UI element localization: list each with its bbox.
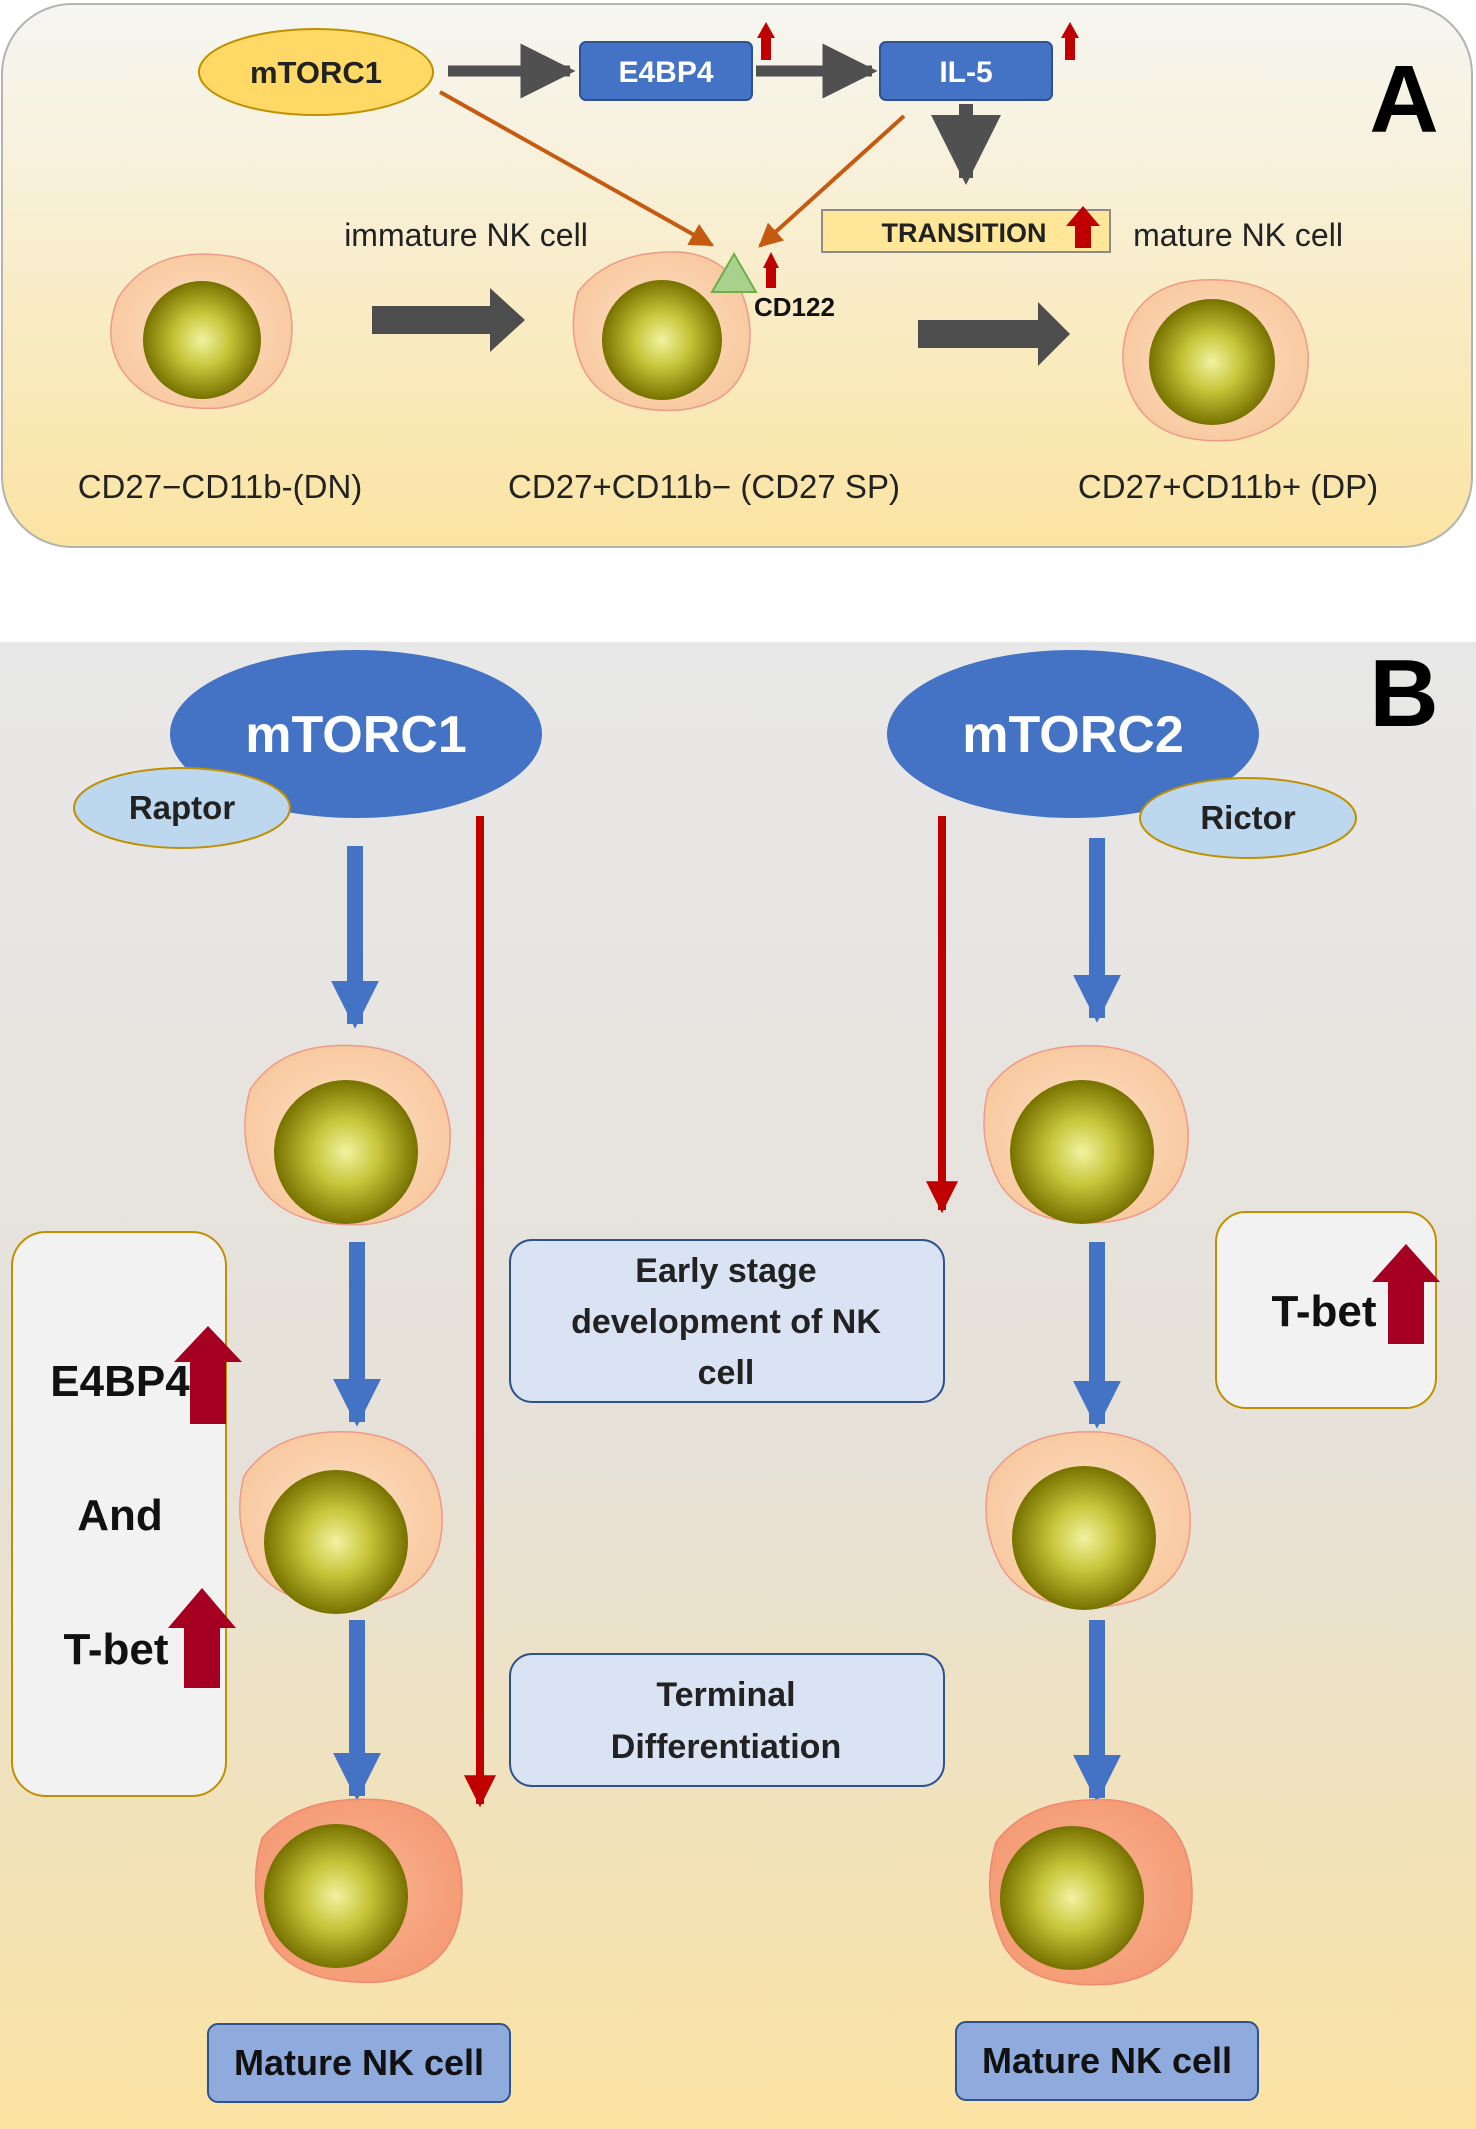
arrow-il5-to-cd122 xyxy=(758,114,906,248)
terminal-line-2: Differentiation xyxy=(611,1728,841,1766)
arrow-sp-to-dp xyxy=(918,302,1070,366)
mtorc1-node xyxy=(198,28,434,116)
left-mature-box xyxy=(207,2023,511,2103)
right-tbet-up-arrow-icon xyxy=(1372,1244,1440,1344)
raptor-label: Raptor xyxy=(129,789,235,826)
right-factor-box xyxy=(1215,1211,1437,1409)
cell-sp xyxy=(572,251,751,412)
right-cell-1 xyxy=(983,1044,1189,1224)
right-factor-tbet: T-bet xyxy=(1271,1287,1376,1336)
transition-up-arrow-icon xyxy=(1066,206,1100,248)
left-factor-e4bp4: E4BP4 xyxy=(50,1357,190,1406)
il5-node-label: IL-5 xyxy=(939,56,992,89)
left-cell-2 xyxy=(239,1430,443,1614)
transition-box xyxy=(821,209,1111,253)
left-mature-label: Mature NK cell xyxy=(234,2042,484,2083)
early-stage-line-1: Early stage xyxy=(635,1252,816,1290)
early-stage-line-3: cell xyxy=(698,1354,755,1392)
right-cell-2 xyxy=(985,1430,1191,1610)
left-cell-1 xyxy=(244,1044,451,1226)
il5-up-arrow-icon xyxy=(1061,22,1079,60)
panel-b-letter: B xyxy=(1369,640,1438,747)
mtorc1-node-label: mTORC1 xyxy=(250,55,382,90)
sp-label: CD27+CD11b− (CD27 SP) xyxy=(508,468,900,505)
panel-b: B mTORC1 Raptor mTORC2 Rictor xyxy=(0,640,1476,2129)
mature-nk-label: mature NK cell xyxy=(1133,217,1343,253)
cell-dp xyxy=(1122,278,1309,442)
e4bp4-node-label: E4BP4 xyxy=(618,56,713,89)
panel-a-letter: A xyxy=(1369,46,1438,153)
transition-label: TRANSITION xyxy=(882,218,1047,248)
left-e4bp4-up-arrow-icon xyxy=(174,1326,242,1424)
e4bp4-node xyxy=(579,41,753,101)
cd122-up-arrow-icon xyxy=(763,252,779,288)
right-cell-3 xyxy=(988,1798,1193,1986)
immature-nk-label: immature NK cell xyxy=(344,217,588,253)
terminal-box xyxy=(509,1653,945,1787)
left-tbet-up-arrow-icon xyxy=(168,1588,236,1688)
early-stage-line-2: development of NK xyxy=(571,1303,881,1341)
early-stage-box xyxy=(509,1239,945,1403)
left-factor-and: And xyxy=(77,1491,163,1540)
dp-label: CD27+CD11b+ (DP) xyxy=(1078,468,1378,505)
rictor-node xyxy=(1139,777,1357,859)
mtorc1-complex-label: mTORC1 xyxy=(245,706,467,764)
raptor-node xyxy=(73,767,291,849)
rictor-label: Rictor xyxy=(1200,799,1296,836)
dn-label: CD27−CD11b-(DN) xyxy=(78,468,363,505)
mtorc1-complex xyxy=(170,650,542,818)
mtorc2-complex xyxy=(887,650,1259,818)
right-mature-label: Mature NK cell xyxy=(982,2040,1232,2081)
arrow-dn-to-sp xyxy=(372,288,525,352)
right-mature-box xyxy=(955,2021,1259,2101)
cell-dn xyxy=(110,253,293,410)
left-cell-3 xyxy=(254,1798,463,1984)
il5-node xyxy=(879,41,1053,101)
left-factor-tbet: T-bet xyxy=(63,1625,168,1674)
cd122-label: CD122 xyxy=(754,292,835,322)
arrow-mtorc1-to-cd122 xyxy=(439,90,715,247)
left-factor-box xyxy=(11,1231,227,1797)
terminal-line-1: Terminal xyxy=(656,1676,795,1714)
e4bp4-up-arrow-icon xyxy=(757,22,775,60)
mtorc2-complex-label: mTORC2 xyxy=(962,706,1184,764)
cd122-receptor-icon xyxy=(710,252,758,293)
panel-a: A mTORC1 E4BP4 IL-5 TRANSITION immature … xyxy=(1,3,1473,548)
